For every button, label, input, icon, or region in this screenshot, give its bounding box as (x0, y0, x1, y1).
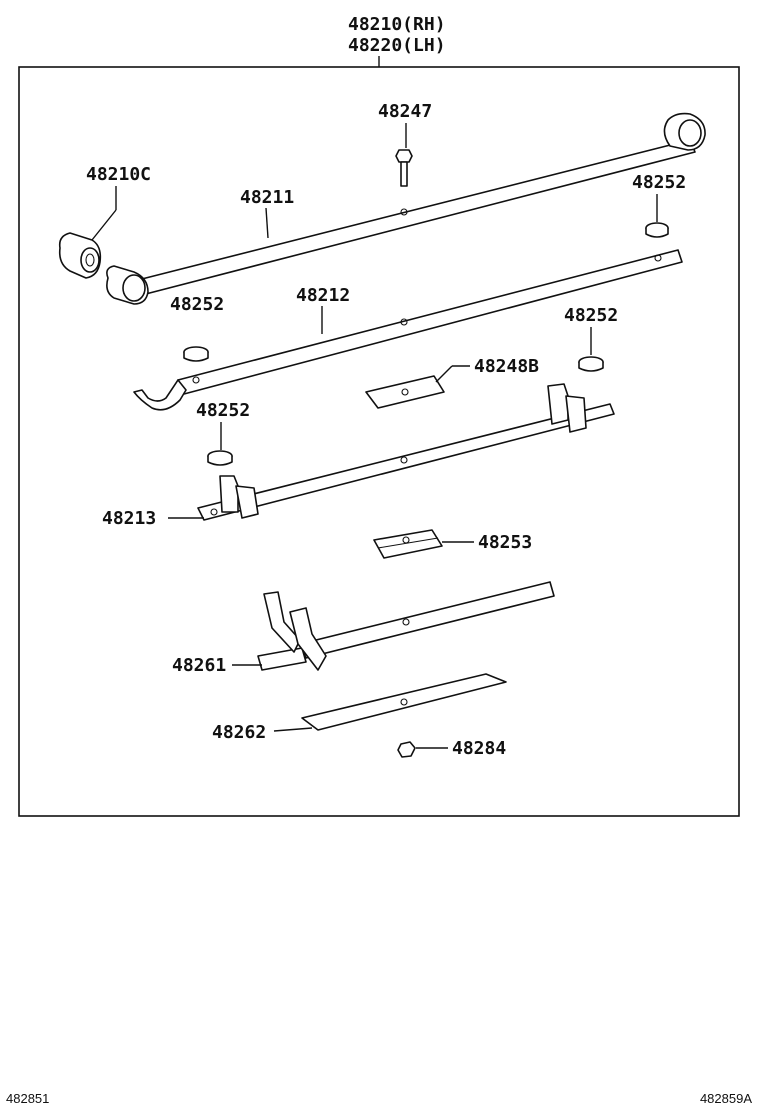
main-leaf-part (106, 112, 706, 305)
label-silencer-mid: 48252 (196, 400, 250, 421)
label-leaf-5: 48262 (212, 722, 266, 743)
label-silencer-top-right: 48252 (632, 172, 686, 193)
label-leaf-3: 48213 (102, 508, 156, 529)
label-leaf-2: 48212 (296, 285, 350, 306)
assembly-number-rh: 48210(RH) (348, 14, 446, 35)
figure-code-right: 482859A (699, 1091, 752, 1106)
label-silencer-right: 48252 (564, 305, 618, 326)
bushing-part (58, 232, 102, 279)
clip-plate-part (365, 375, 445, 409)
label-main-leaf: 48211 (240, 187, 294, 208)
leaf-5-part (301, 673, 507, 731)
silencer-top-right-part (645, 222, 669, 238)
diagram-frame (18, 66, 740, 817)
center-bolt-part (395, 149, 413, 187)
label-leaf-4: 48261 (172, 655, 226, 676)
label-spacer: 48253 (478, 532, 532, 553)
spacer-part (373, 529, 443, 559)
silencer-right-part (578, 356, 604, 372)
figure-code-left: 482851 (6, 1091, 50, 1106)
leaf-3-part (197, 383, 615, 521)
label-bolt: 48247 (378, 101, 432, 122)
label-bushing: 48210C (86, 164, 151, 185)
silencer-mid-part (207, 450, 233, 466)
label-clip-plate: 48248B (474, 356, 539, 377)
leaf-4-part (257, 581, 555, 671)
silencer-left-part (183, 346, 209, 362)
label-nut: 48284 (452, 738, 506, 759)
nut-part (397, 741, 416, 758)
leaf-2-part (133, 249, 683, 411)
label-silencer-left: 48252 (170, 294, 224, 315)
assembly-number-lh: 48220(LH) (348, 35, 446, 56)
